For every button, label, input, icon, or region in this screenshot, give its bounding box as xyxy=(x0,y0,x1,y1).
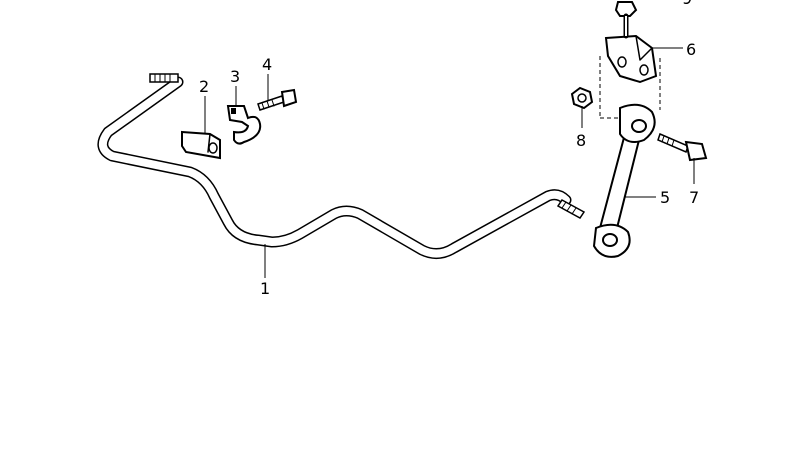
coupling-rod xyxy=(592,103,656,258)
stabilizer-bar xyxy=(97,73,586,259)
callout-6: 6 xyxy=(686,40,696,59)
bolt-7 xyxy=(657,132,708,162)
callout-9: 9 xyxy=(682,0,692,8)
callout-2: 2 xyxy=(199,77,209,96)
bracket xyxy=(226,105,262,145)
bolt-4 xyxy=(257,88,298,111)
mounting-bracket xyxy=(599,34,661,119)
callout-4: 4 xyxy=(262,55,272,74)
nut-9 xyxy=(614,1,638,39)
callout-5: 5 xyxy=(660,188,670,207)
callout-7: 7 xyxy=(689,188,699,207)
callout-3: 3 xyxy=(230,67,240,86)
nut-8 xyxy=(570,86,594,110)
callout-1: 1 xyxy=(260,279,270,298)
rubber-bushing xyxy=(181,130,221,160)
callout-8: 8 xyxy=(576,131,586,150)
